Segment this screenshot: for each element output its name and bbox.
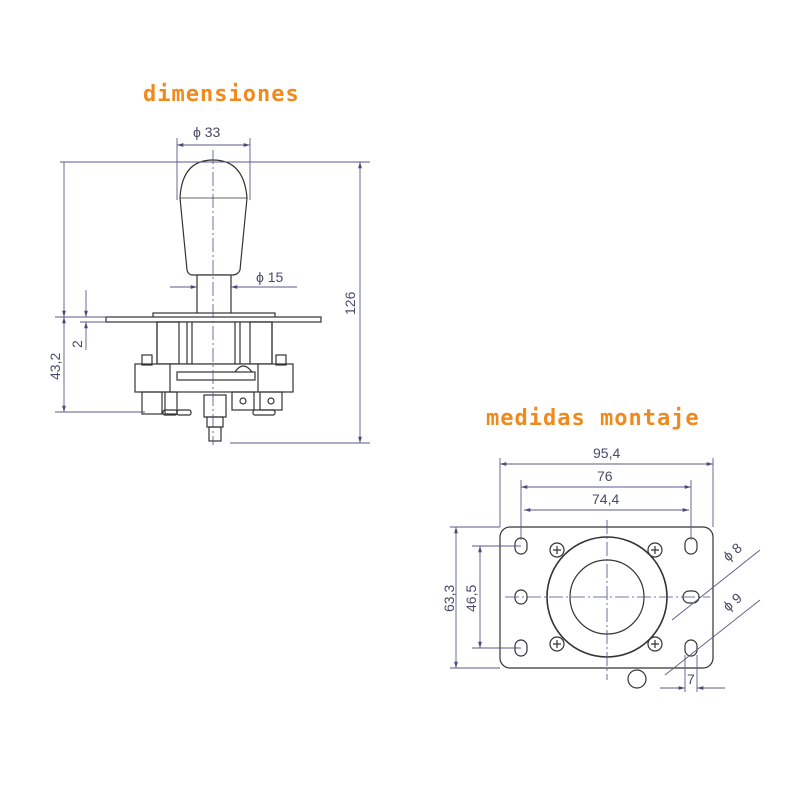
- ball-diameter-label: ϕ 33: [193, 124, 221, 140]
- slot-diameter-label: ϕ 8: [720, 539, 745, 564]
- shaft-diameter-label: ϕ 15: [256, 269, 284, 285]
- outer-height-label: 63,3: [441, 585, 457, 612]
- hole-spacing-inner-label: 74,4: [592, 491, 619, 507]
- mounting-title: medidas montaje: [486, 406, 700, 431]
- mount-plate-view: [499, 526, 714, 689]
- joystick-side-view: [105, 159, 322, 442]
- hole-spacing-vertical-label: 46,5: [463, 585, 479, 612]
- dimensions-title: dimensiones: [143, 82, 300, 107]
- hole-diameter-label: ϕ 9: [720, 589, 745, 614]
- hole-spacing-outer-label: 76: [597, 468, 613, 484]
- total-height-label: 126: [342, 291, 358, 315]
- hole-offset-label: 7: [687, 671, 695, 687]
- below-plate-height-label: 43,2: [47, 353, 63, 380]
- outer-width-label: 95,4: [593, 445, 620, 461]
- plate-thickness-label: 2: [69, 340, 85, 348]
